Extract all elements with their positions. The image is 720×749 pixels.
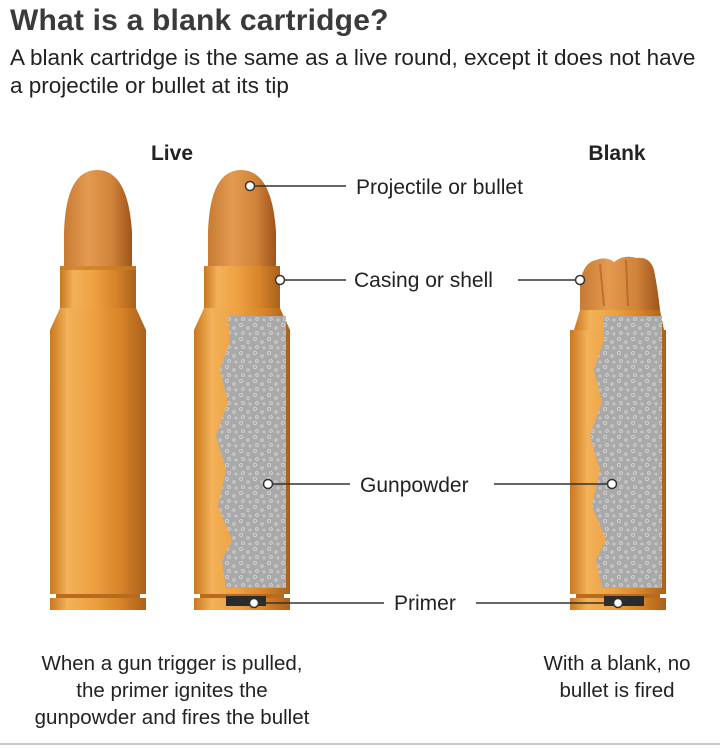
- caption-live-line-1: When a gun trigger is pulled,: [42, 652, 303, 675]
- case-extractor-groove: [56, 594, 140, 598]
- column-label-live: Live: [151, 142, 193, 165]
- marker-projectile: [244, 180, 256, 192]
- marker-primer-blank: [612, 597, 624, 609]
- marker-gunpowder-blank: [606, 478, 618, 490]
- live-cartridge-cutaway: [194, 170, 290, 610]
- page-subtitle: A blank cartridge is the same as a live …: [10, 45, 696, 98]
- case-neck: [60, 266, 136, 308]
- case-body: [50, 330, 146, 594]
- callout-casing: Casing or shell: [354, 269, 493, 292]
- caption-live: When a gun trigger is pulled, the primer…: [35, 652, 310, 729]
- caption-blank: With a blank, no bullet is fired: [544, 652, 691, 702]
- callout-gunpowder: Gunpowder: [360, 474, 469, 497]
- bullet-cutaway: [208, 170, 276, 266]
- callout-leaders: [244, 180, 624, 609]
- marker-gunpowder-live: [262, 478, 274, 490]
- marker-casing-live: [274, 274, 286, 286]
- page-title: What is a blank cartridge?: [10, 4, 389, 37]
- caption-blank-line-1: With a blank, no: [544, 652, 691, 675]
- caption-live-line-3: gunpowder and fires the bullet: [35, 706, 310, 729]
- bullet-tip: [64, 170, 132, 266]
- primer-blank: [604, 596, 644, 606]
- gunpowder-fill-blank: [590, 316, 662, 588]
- gunpowder-fill-live: [216, 316, 286, 588]
- callout-primer: Primer: [394, 592, 456, 615]
- primer-live: [226, 596, 266, 606]
- bottom-divider: [0, 743, 720, 745]
- crimped-tip: [580, 256, 660, 310]
- column-label-blank: Blank: [588, 142, 646, 165]
- case-shoulder: [50, 308, 146, 330]
- blank-cartridge-cutaway: [570, 256, 666, 610]
- caption-live-line-2: the primer ignites the: [76, 679, 267, 702]
- marker-primer-live: [248, 597, 260, 609]
- case-rim: [50, 598, 146, 610]
- caption-blank-line-2: bullet is fired: [559, 679, 674, 702]
- callout-projectile: Projectile or bullet: [356, 176, 523, 199]
- live-cartridge-exterior: [50, 170, 146, 610]
- marker-casing-blank: [574, 274, 586, 286]
